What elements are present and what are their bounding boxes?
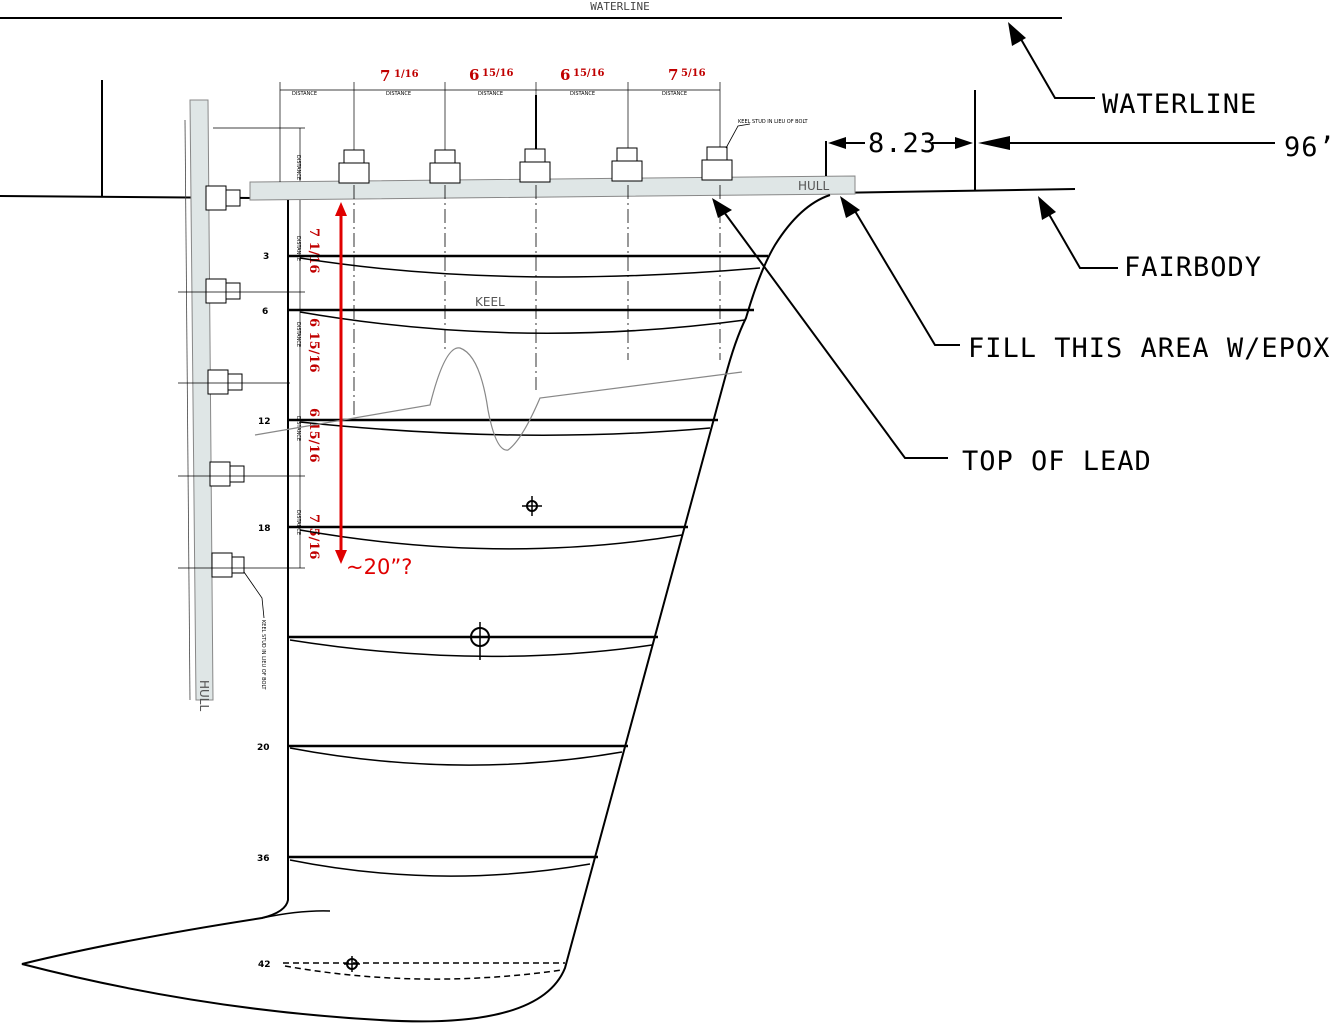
side-distance-label: DISTANCE [295,236,301,261]
side-bolt [205,278,241,304]
top-spacing-frac: 15/16 [482,68,514,79]
top-bolt [611,147,643,182]
station-number: 42 [258,960,271,970]
top-hull-plate [249,175,856,201]
keel-stud-side-leader [243,571,265,619]
top-dimension-chain [279,82,721,182]
side-hull-plate [189,99,214,701]
top-bolts [338,146,733,184]
fairbody-arrowhead [1038,196,1056,220]
bulb-upper-line [261,910,331,919]
keel-profile-curve [254,347,743,451]
top-bolt [429,149,461,184]
side-spacing-label: 6 15/16 [306,318,321,373]
side-distance-label: DISTANCE [295,322,301,347]
top-spacing-whole: 7 [380,67,390,85]
side-distance-label: DISTANCE [295,155,301,180]
side-distance-label: DISTANCE [295,510,301,535]
bolt-centerlines [353,185,721,420]
dim-823-label: 8.23 [868,128,937,159]
hull-side-label: HULL [197,680,211,711]
side-bolt [205,185,241,211]
top-bolt [519,148,551,183]
top-spacing-whole: 6 [469,66,479,84]
red-estimate-arrow [335,202,347,564]
top-spacing-frac: 5/16 [681,68,706,79]
distance-label: DISTANCE [662,91,687,97]
top-bolt [701,146,733,181]
fairbody-line [829,188,1076,194]
side-bolt [207,369,243,395]
side-bolt [211,552,245,578]
keel-stud-top-leader [725,123,751,149]
waterline-callout: WATERLINE [1102,89,1257,120]
estimate-label: ~20”? [346,555,412,579]
dim-823-arrow-left [828,137,846,149]
bulb-cg-marker [344,956,360,972]
side-extension-lines [178,127,305,569]
fill-area-callout: FILL THIS AREA W/EPOX [968,333,1330,364]
side-spacing-label: 6 15/16 [306,408,321,463]
station-lines [283,254,768,980]
station-number: 20 [257,743,270,753]
top-spacing-frac: 15/16 [573,68,605,79]
station-number: 3 [263,252,269,262]
cb-marker [468,622,492,660]
callout-leaders [723,33,1118,459]
keel-outline [21,194,831,1023]
keel-stud-top-label: KEEL STUD IN LIEU OF BOLT [738,119,809,125]
station-number: 12 [258,417,271,427]
distance-label: DISTANCE [292,91,317,97]
top-spacing-whole: 6 [560,66,570,84]
top-bolt [338,149,370,184]
station-number: 6 [262,307,268,317]
side-distance-label: DISTANCE [295,416,301,441]
side-spacing-label: 7 1/16 [306,228,321,273]
side-bolts [205,185,245,578]
top-spacing-frac: 1/16 [394,69,419,80]
fairbody-callout: FAIRBODY [1124,252,1262,283]
side-bolt [209,461,245,487]
hull-side-inner-line [184,119,191,701]
side-spacing-label: 7 5/16 [306,514,321,559]
waterline-top-label: WATERLINE [590,0,650,13]
top-spacing-whole: 7 [668,66,678,84]
waterline-arrowhead [1008,22,1026,46]
top-of-lead-callout: TOP OF LEAD [962,446,1152,477]
distance-label: DISTANCE [386,91,411,97]
top-of-lead-arrowhead [712,198,732,218]
distance-label: DISTANCE [478,91,503,97]
dim-823-arrow-right [955,137,973,149]
keel-label: KEEL [475,295,505,309]
dim-96-arrow [978,136,1010,150]
dim-96-label: 96’ [1284,132,1336,163]
station-number: 18 [258,524,271,534]
station-number: 36 [257,854,270,864]
distance-label: DISTANCE [570,91,595,97]
keel-stud-side-label: KEEL STUD IN LIEU OF BOLT [260,620,266,691]
cg-marker [522,496,542,516]
hull-top-label: HULL [798,179,829,193]
fill-area-arrowhead [840,196,860,218]
